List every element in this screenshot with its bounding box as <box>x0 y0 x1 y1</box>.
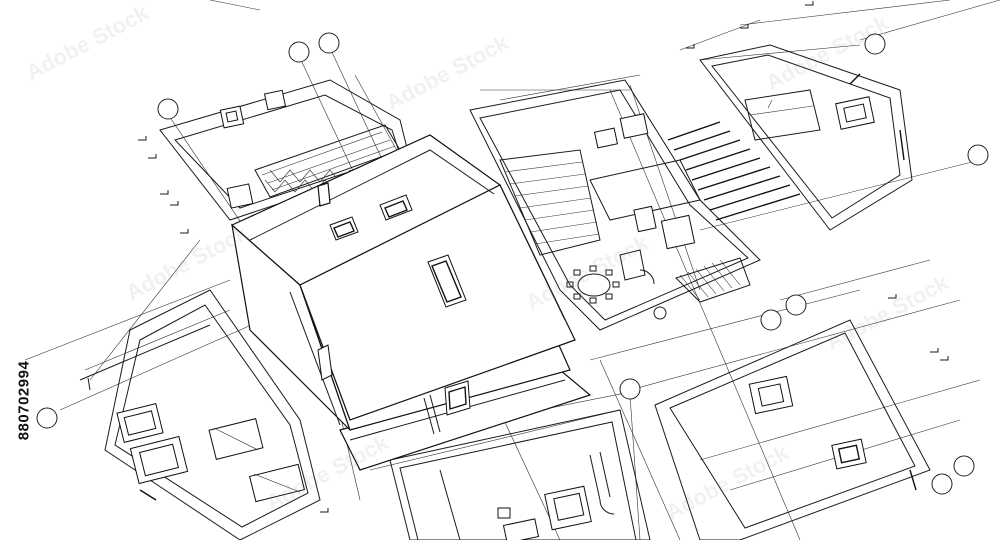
house-3d-massing <box>230 134 592 471</box>
plan-bottom-right <box>654 319 931 541</box>
plan-bottom-center <box>389 409 651 544</box>
plan-top-right <box>699 44 913 231</box>
stock-id-text: 880702994 <box>15 360 33 440</box>
plan-top-center <box>469 79 761 331</box>
plan-bottom-left <box>79 289 321 541</box>
grid-lines <box>24 0 1000 541</box>
stock-image-id: 880702994 <box>4 290 44 510</box>
grid-bubbles <box>36 32 989 495</box>
section-markers <box>138 1 949 513</box>
pergola-slats <box>667 121 801 221</box>
plan-top-left <box>159 79 411 221</box>
